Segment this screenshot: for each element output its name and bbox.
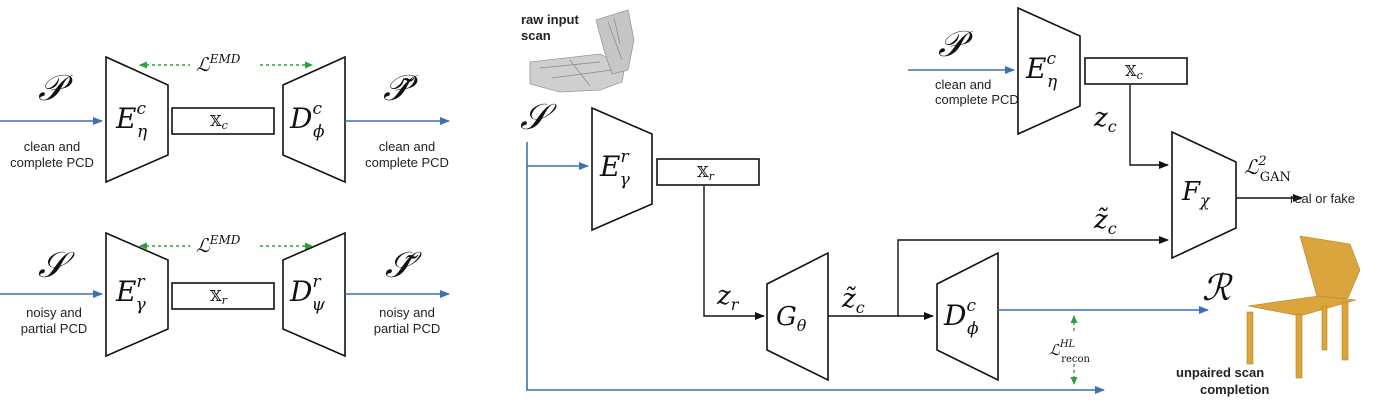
zc-tilde-to-discriminator-arrow: [897, 236, 1169, 316]
zr-label: zr: [716, 281, 740, 314]
input-s-caption-1: noisy and: [26, 305, 82, 320]
encoder-r-block-main: [591, 106, 653, 232]
recon-loss-bg: [1046, 334, 1098, 364]
emd-loss-c-label: ℒEMD: [196, 52, 241, 76]
zc-tilde-label-upper: z̃c: [1093, 205, 1117, 238]
latent-xc-box: [171, 107, 275, 135]
input-p-caption-1: clean and: [24, 139, 80, 154]
latent-xr-box-main: [656, 158, 760, 186]
zc-arrow: [1129, 85, 1169, 169]
input-s-symbol: 𝒮: [38, 245, 75, 286]
raw-input-label-1: raw input: [521, 12, 579, 27]
encoder-c-block: [105, 55, 169, 184]
real-fake-label: real or fake: [1290, 191, 1355, 206]
decoder-c-block: [282, 55, 346, 184]
scan-s-symbol: 𝒮: [520, 97, 557, 138]
discriminator-block: [1171, 130, 1237, 260]
completion-label-2: completion: [1200, 382, 1269, 397]
zc-tilde-label-lower: z̃c: [841, 284, 865, 317]
output-s-caption-1: noisy and: [379, 305, 435, 320]
encoder-c-block-main: [1017, 6, 1081, 136]
clean-p-symbol: 𝒫: [938, 24, 974, 65]
latent-xc-label: 𝕏c: [210, 112, 228, 132]
latent-xr-label: 𝕏r: [210, 287, 228, 307]
decoder-c-block-main: [936, 251, 999, 382]
decoder-r-block: [282, 231, 346, 358]
generator-block: [766, 251, 829, 382]
scan-to-recon-arrow: [526, 142, 1105, 394]
input-p-caption-2: complete PCD: [10, 155, 94, 170]
generator-label: Gθ: [776, 302, 807, 335]
latent-xc-label-main: 𝕏c: [1125, 62, 1143, 82]
output-s-tilde-symbol: 𝒮̃: [385, 245, 422, 286]
completed-chair-image: [1246, 235, 1361, 379]
raw-input-label-2: scan: [521, 28, 551, 43]
emd-loss-r-label: ℒEMD: [196, 233, 241, 257]
completion-label-1: unpaired scan: [1176, 365, 1264, 380]
encoder-r-block: [105, 231, 169, 358]
input-p-symbol: 𝒫: [38, 68, 74, 109]
output-p-tilde-symbol: 𝒫̃: [383, 68, 419, 109]
latent-xr-box: [171, 282, 275, 310]
emd-loss-c-bg: [190, 53, 260, 75]
latent-xc-box-main: [1084, 57, 1188, 85]
discriminator-label: Fχ: [1181, 177, 1211, 210]
latent-xr-label-main: 𝕏r: [697, 163, 715, 183]
raw-scan-image: [529, 9, 635, 93]
zc-label: zc: [1093, 103, 1117, 136]
emd-loss-r-bg: [190, 234, 260, 256]
clean-caption-1: clean and: [935, 77, 991, 92]
input-s-caption-2: partial PCD: [21, 321, 87, 336]
output-p-caption-2: complete PCD: [365, 155, 449, 170]
clean-caption-2: complete PCD: [935, 92, 1019, 107]
zr-arrow: [703, 186, 765, 320]
output-s-caption-2: partial PCD: [374, 321, 440, 336]
output-r-symbol: ℛ: [1202, 268, 1233, 309]
output-p-caption-1: clean and: [379, 139, 435, 154]
